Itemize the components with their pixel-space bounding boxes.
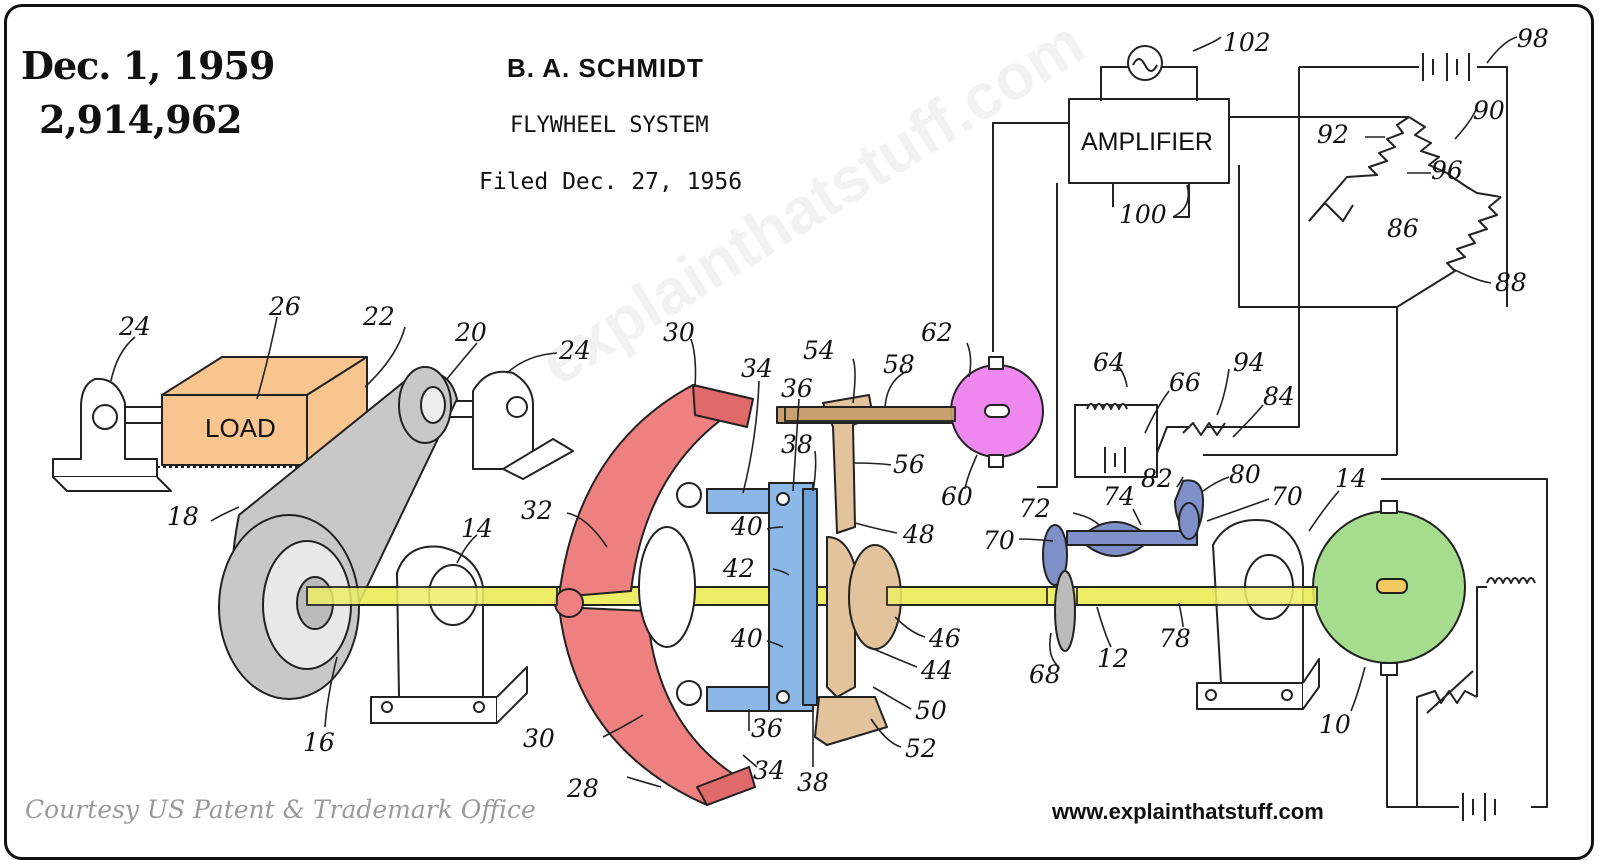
ref-96: 96 xyxy=(1431,156,1463,185)
ref-72: 72 xyxy=(1019,494,1051,523)
ref-78: 78 xyxy=(1159,624,1191,653)
ref-42: 42 xyxy=(722,554,755,583)
bearing-14-left xyxy=(370,545,528,724)
load-box xyxy=(157,356,368,468)
ref-12: 12 xyxy=(1097,644,1129,673)
inventor-name: B. A. SCHMIDT xyxy=(507,53,704,83)
ref-82: 82 xyxy=(1141,464,1173,493)
patent-number: 2,914,962 xyxy=(39,97,243,142)
bearing-14-right xyxy=(1196,519,1320,710)
regulator xyxy=(1042,479,1204,652)
ref-52: 52 xyxy=(905,734,937,763)
ref-34-top: 34 xyxy=(741,354,773,383)
ref-38-bottom: 38 xyxy=(797,768,829,797)
ref-30-top: 30 xyxy=(663,318,695,347)
ref-86: 86 xyxy=(1387,214,1419,243)
ref-54: 54 xyxy=(803,336,835,365)
ref-68: 68 xyxy=(1029,660,1061,689)
leader-lines xyxy=(110,36,1518,788)
ref-18: 18 xyxy=(167,502,199,531)
load-label: LOAD xyxy=(205,413,276,443)
ref-70-right: 70 xyxy=(1271,482,1303,511)
ref-32: 32 xyxy=(521,496,553,525)
ref-24-right: 24 xyxy=(558,336,591,365)
ref-84: 84 xyxy=(1263,382,1295,411)
reference-numerals: 24 26 22 20 24 18 16 14 30 32 30 28 34 3… xyxy=(118,24,1549,803)
ref-40-top: 40 xyxy=(730,512,763,541)
ref-100: 100 xyxy=(1119,200,1167,229)
ref-36-top: 36 xyxy=(781,374,813,403)
ref-10: 10 xyxy=(1319,710,1351,739)
ref-64: 64 xyxy=(1093,348,1125,377)
website-link[interactable]: www.explainthatstuff.com xyxy=(1052,799,1324,824)
patent-drawing: LOAD AMPLIFIER 24 26 22 20 24 18 16 14 3… xyxy=(52,24,1549,821)
bearing-24-left xyxy=(52,377,172,492)
ref-62: 62 xyxy=(921,318,953,347)
ref-14-right: 14 xyxy=(1335,464,1367,493)
ref-80: 80 xyxy=(1229,460,1261,489)
ref-50: 50 xyxy=(915,696,947,725)
bearing-24-right xyxy=(440,370,574,480)
ref-98: 98 xyxy=(1517,24,1549,53)
ref-46: 46 xyxy=(928,624,961,653)
ref-88: 88 xyxy=(1495,268,1527,297)
ref-40-bottom: 40 xyxy=(730,624,763,653)
patent-date: Dec. 1, 1959 xyxy=(21,43,275,88)
ref-30-bottom: 30 xyxy=(523,724,555,753)
ref-26: 26 xyxy=(268,292,301,321)
ref-24-left: 24 xyxy=(118,312,151,341)
ref-56: 56 xyxy=(893,450,925,479)
ref-70-left: 70 xyxy=(983,526,1015,555)
diagram-frame: LOAD AMPLIFIER 24 26 22 20 24 18 16 14 3… xyxy=(4,4,1594,860)
motor-62 xyxy=(950,356,1044,468)
ref-16: 16 xyxy=(303,728,335,757)
ref-92: 92 xyxy=(1317,120,1349,149)
amplifier-label: AMPLIFIER xyxy=(1081,128,1213,156)
ref-44: 44 xyxy=(920,656,953,685)
credit-line: Courtesy US Patent & Trademark Office xyxy=(25,795,536,824)
ref-34-bottom: 34 xyxy=(753,756,785,785)
control-circuit-wiring xyxy=(992,45,1548,821)
ref-38-top: 38 xyxy=(781,430,813,459)
linkage xyxy=(706,482,818,712)
ref-60: 60 xyxy=(941,482,973,511)
ref-48: 48 xyxy=(902,520,935,549)
invention-title: FLYWHEEL SYSTEM xyxy=(510,113,709,138)
ref-102: 102 xyxy=(1223,28,1271,57)
ref-94: 94 xyxy=(1233,348,1265,377)
ref-58: 58 xyxy=(883,350,915,379)
filed-date: Filed Dec. 27, 1956 xyxy=(479,169,743,195)
generator-10 xyxy=(1312,500,1466,676)
ref-20: 20 xyxy=(454,318,487,347)
ref-36-bottom: 36 xyxy=(751,714,783,743)
ref-74: 74 xyxy=(1103,482,1135,511)
ref-66: 66 xyxy=(1169,368,1201,397)
ref-28: 28 xyxy=(566,774,599,803)
ref-90: 90 xyxy=(1473,96,1505,125)
ref-14-left: 14 xyxy=(461,514,493,543)
ref-22: 22 xyxy=(362,302,395,331)
flyweights xyxy=(554,384,756,806)
